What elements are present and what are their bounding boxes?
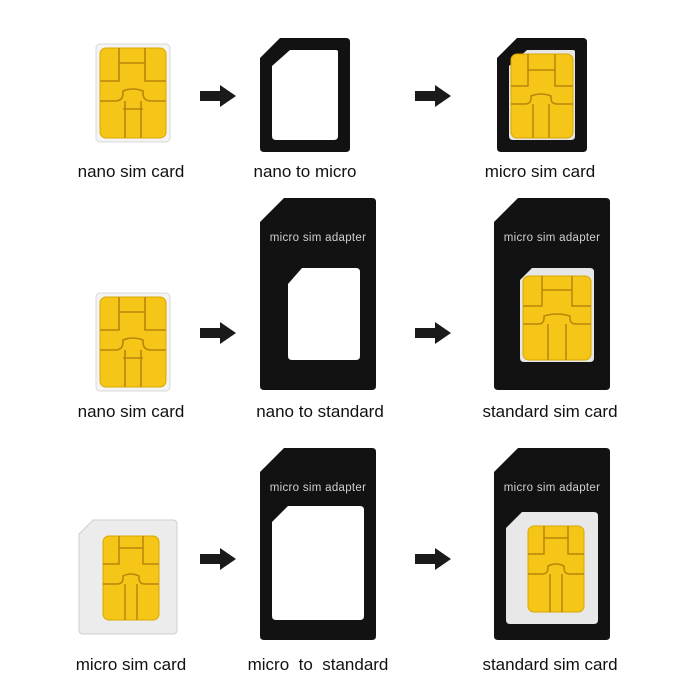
label-standard-sim-card: standard sim card — [482, 402, 618, 421]
right-arrow-icon — [415, 322, 451, 344]
standard-sim-card-assembled: micro sim adapter — [492, 446, 612, 642]
label-nano-sim-card: nano sim card — [77, 162, 185, 181]
label-micro-to-standard: micro to standard — [247, 655, 389, 674]
nano-sim-card — [95, 43, 171, 143]
right-arrow-icon — [200, 322, 236, 344]
label-nano-to-micro: nano to micro — [253, 162, 357, 181]
label-micro-sim-card: micro sim card — [75, 655, 187, 674]
micro-sim-card — [78, 519, 178, 635]
right-arrow-icon — [415, 548, 451, 570]
label-nano-sim-card: nano sim card — [77, 402, 185, 421]
micro-sim-card-assembled — [497, 38, 587, 152]
nano-sim-card — [95, 292, 171, 392]
adapter-text: micro sim adapter — [503, 232, 601, 244]
label-standard-sim-card: standard sim card — [482, 655, 618, 674]
adapter-text: micro sim adapter — [269, 482, 367, 494]
label-micro-sim-card: micro sim card — [484, 162, 596, 181]
right-arrow-icon — [415, 85, 451, 107]
adapter-text: micro sim adapter — [503, 482, 601, 494]
right-arrow-icon — [200, 548, 236, 570]
micro-to-standard-adapter: micro sim adapter — [258, 446, 378, 642]
nano-to-micro-adapter — [260, 38, 350, 152]
nano-to-standard-adapter: micro sim adapter — [258, 196, 378, 392]
right-arrow-icon — [200, 85, 236, 107]
label-nano-to-standard: nano to standard — [256, 402, 384, 421]
standard-sim-card-assembled: micro sim adapter — [492, 196, 612, 392]
adapter-text: micro sim adapter — [269, 232, 367, 244]
